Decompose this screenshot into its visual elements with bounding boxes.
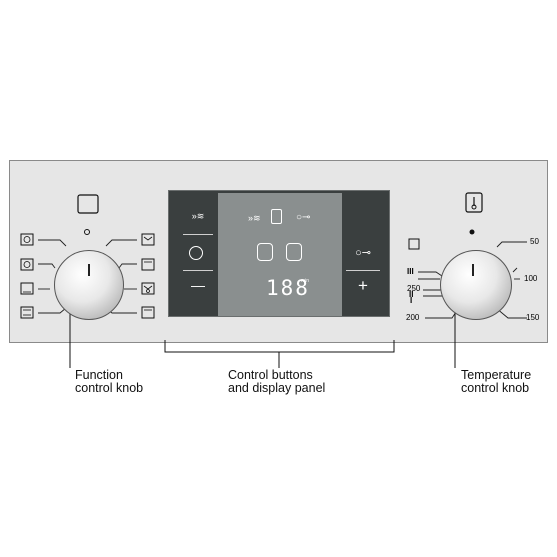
oven-light-icon: [408, 238, 420, 250]
digit-unit: min: [301, 278, 310, 284]
fast-preheat-button[interactable]: »≋: [191, 211, 205, 221]
timer-icon: [286, 243, 302, 261]
function-indicator-box: [77, 194, 99, 214]
function-control-knob[interactable]: [54, 250, 124, 320]
temp-label-150: 150: [526, 313, 540, 322]
fast-preheat-icon: »≋: [248, 213, 261, 223]
key-lock-icon: ○⊸: [296, 212, 311, 223]
temp-label-250: 250: [407, 284, 421, 293]
top-heat-icon: [141, 306, 155, 319]
grill-level-3: III: [407, 267, 414, 276]
lcd-display: [218, 193, 342, 316]
display-panel-callout: Control buttons and display panel: [228, 368, 326, 395]
minus-button[interactable]: —: [191, 277, 205, 293]
temperature-control-knob[interactable]: [440, 250, 512, 320]
clock-button[interactable]: [189, 246, 203, 260]
thermometer-icon: [271, 209, 282, 224]
thermometer-indicator-box: [465, 192, 483, 213]
function-zero-mark: [84, 229, 90, 235]
key-lock-button[interactable]: ○⊸: [355, 247, 371, 259]
fan-grill-combo-icon: [141, 282, 155, 295]
function-knob-marker: [88, 264, 90, 276]
fan-bake-icon: [20, 258, 34, 271]
temp-label-100: 100: [524, 274, 538, 283]
fan-grill-icon: [20, 233, 34, 246]
display-bracket: [164, 340, 395, 353]
function-knob-callout: Function control knob: [75, 368, 144, 395]
temp-label-200: 200: [406, 313, 420, 322]
button-divider: [183, 234, 213, 235]
grill-level-1: I: [410, 296, 413, 305]
button-divider: [183, 270, 213, 271]
plus-button[interactable]: +: [358, 276, 368, 295]
grill-level-2: II: [409, 290, 414, 299]
temp-label-50: 50: [530, 237, 539, 246]
grill-small-icon: [141, 258, 155, 271]
temperature-knob-marker: [472, 264, 474, 276]
grill-large-icon: [141, 233, 155, 246]
bottom-heat-icon: [20, 282, 34, 295]
top-bottom-heat-icon: [20, 306, 34, 319]
temperature-knob-callout: Temperature control knob: [461, 368, 532, 395]
digit-readout: 188: [266, 276, 310, 300]
temperature-zero-mark: [469, 229, 475, 235]
alarm-bell-icon: [257, 243, 273, 261]
button-divider: [346, 270, 380, 271]
